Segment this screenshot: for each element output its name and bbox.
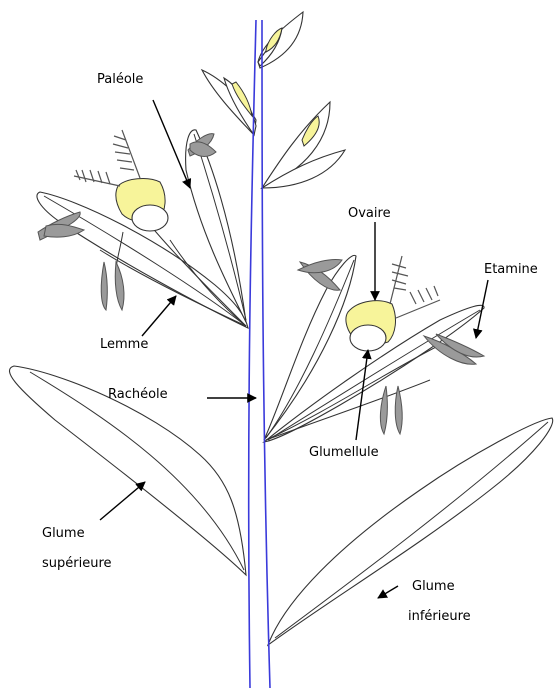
- upper-floret-bud-right: [262, 102, 345, 188]
- arrow-paleole: [153, 100, 190, 188]
- label-glumellule: Glumellule: [309, 446, 379, 459]
- left-floret: [37, 130, 248, 328]
- label-paleole: Paléole: [97, 73, 143, 86]
- label-ovaire: Ovaire: [348, 207, 391, 220]
- label-etamine: Etamine: [484, 263, 538, 276]
- left-ovary: [116, 179, 168, 231]
- right-stigmas: [390, 256, 440, 318]
- right-ovary: [346, 301, 396, 351]
- right-floret: [264, 255, 484, 442]
- label-racheole: Rachéole: [108, 388, 168, 401]
- upper-floret-bud-left: [202, 70, 256, 135]
- label-glume-inferieure-line2: inférieure: [408, 610, 471, 623]
- label-glume-superieure-line2: supérieure: [42, 557, 112, 570]
- label-glume-inferieure-line1: Glume: [412, 580, 455, 593]
- arrow-glume-superieure: [100, 482, 145, 520]
- arrow-lemme: [142, 296, 176, 336]
- right-glumellule: [350, 325, 386, 351]
- label-lemme: Lemme: [100, 338, 148, 351]
- arrow-glume-inferieure: [378, 586, 398, 598]
- left-stigmas: [74, 130, 140, 186]
- left-glumellule: [132, 205, 168, 231]
- label-glume-superieure-line1: Glume: [42, 527, 85, 540]
- upper-floret-bud-top: [258, 12, 303, 68]
